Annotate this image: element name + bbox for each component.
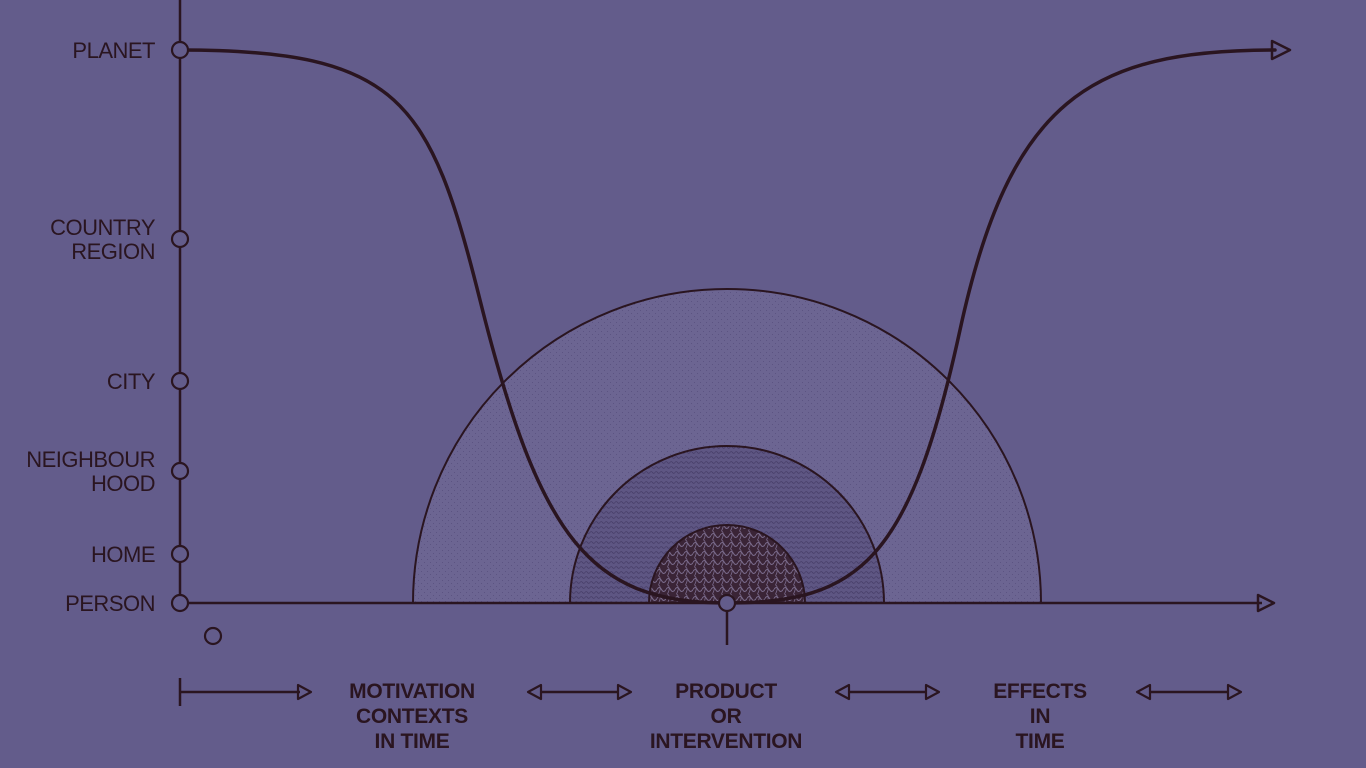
scale-level-city: CITY: [107, 369, 190, 394]
double-arrow-icon: [1135, 683, 1243, 701]
scale-level-label: PLANET: [72, 38, 155, 63]
phase-label: CONTEXTS: [356, 705, 468, 728]
phase-label: PRODUCT: [675, 680, 777, 703]
scale-level-label: NEIGHBOUR: [26, 447, 155, 472]
core-impact-zone: [647, 524, 807, 604]
scale-level-node: [170, 461, 190, 481]
scale-level-home: HOME: [91, 542, 190, 567]
phase-label: OR: [711, 705, 742, 728]
scale-level-node: [170, 593, 190, 613]
scale-level-planet: PLANET: [72, 38, 190, 63]
phase-label: IN: [1030, 705, 1050, 728]
scale-level-label: REGION: [71, 239, 155, 264]
double-arrow-icon: [834, 683, 941, 701]
scale-level-node: [170, 40, 190, 60]
timeline-start-arrowhead-icon: [296, 683, 313, 701]
phase-label: IN TIME: [375, 730, 450, 753]
scale-level-node: [170, 544, 190, 564]
scale-level-label: PERSON: [65, 591, 155, 616]
scale-level-label: HOOD: [91, 471, 155, 496]
impact-zones: [411, 288, 1043, 604]
phase-label: EFFECTS: [993, 680, 1087, 703]
phase-label: TIME: [1016, 730, 1065, 753]
double-arrow-icon: [526, 683, 633, 701]
intervention-node: [717, 593, 737, 613]
impact-curve-arrowhead-icon: [1270, 39, 1292, 61]
scale-level-label: HOME: [91, 542, 155, 567]
origin-marker: [203, 626, 223, 646]
phase-label: INTERVENTION: [650, 730, 802, 753]
scale-level-node: [170, 371, 190, 391]
phase-label: MOTIVATION: [349, 680, 475, 703]
scale-level-label: CITY: [107, 369, 156, 394]
time-axis-arrowhead-icon: [1256, 593, 1276, 613]
scale-level-node: [170, 229, 190, 249]
scale-level-label: COUNTRY: [50, 215, 156, 240]
scale-level-person: PERSON: [65, 591, 190, 616]
